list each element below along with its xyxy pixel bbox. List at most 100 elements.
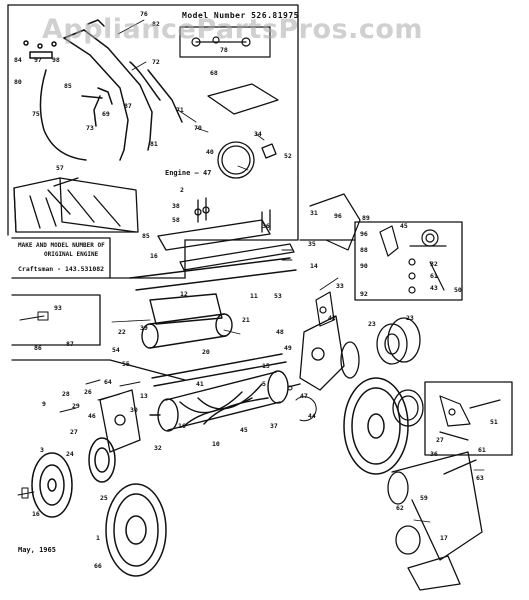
- height-lever: [309, 193, 361, 327]
- callout: 12: [180, 290, 188, 298]
- bed-knife-plate: [157, 197, 295, 271]
- callout: 3: [40, 446, 44, 454]
- callout: 37: [270, 422, 278, 430]
- callout: 86: [34, 344, 42, 352]
- callout: 96: [360, 230, 368, 238]
- callout: 21: [242, 316, 250, 324]
- callout: 39: [140, 324, 148, 332]
- wheel-right: [343, 377, 409, 475]
- engine-label: Engine — 47: [165, 169, 212, 177]
- grass-catcher: [13, 177, 139, 233]
- callout: 66: [94, 562, 102, 570]
- callout: 64: [104, 378, 112, 386]
- side-frame: [99, 315, 345, 453]
- callout: 31: [310, 209, 318, 217]
- callout: 43: [430, 284, 438, 292]
- drive-arm: [391, 451, 483, 591]
- engine-make-heading: MAKE AND MODEL NUMBER OF: [18, 242, 105, 249]
- callout: 52: [284, 152, 292, 160]
- callout: 33: [336, 282, 344, 290]
- callout: 30: [130, 406, 138, 414]
- callout: 5: [262, 380, 266, 388]
- callout: 40: [206, 148, 214, 156]
- callout: 2: [180, 186, 184, 194]
- wheel-left: [31, 437, 167, 577]
- callout: 13: [140, 392, 148, 400]
- callout: 36: [262, 222, 270, 230]
- callout: 16: [178, 422, 186, 430]
- engine-make-subheading: ORIGINAL ENGINE: [44, 251, 99, 258]
- section-frame: [7, 4, 513, 456]
- callout: 80: [14, 78, 22, 86]
- craftsman-engine-number: Craftsman - 143.531082: [18, 265, 105, 273]
- callout: 32: [154, 444, 162, 452]
- callout: 51: [490, 418, 498, 426]
- callout: 50: [454, 286, 462, 294]
- handle-assembly: [23, 19, 183, 161]
- callout: 10: [212, 440, 220, 448]
- engine-label-text: Engine: [165, 169, 191, 177]
- callout: 42: [328, 314, 336, 322]
- callout: 26: [84, 388, 92, 396]
- callout: 55: [122, 360, 130, 368]
- callout: 76: [140, 10, 148, 18]
- callout: 81: [150, 140, 158, 148]
- engine-part-number: 47: [202, 169, 212, 177]
- callout: 44: [308, 412, 316, 420]
- control-lever-box: [179, 26, 271, 58]
- callout: 48: [276, 328, 284, 336]
- callout: 54: [112, 346, 120, 354]
- callout: 25: [100, 494, 108, 502]
- engine-mount-plate: [207, 83, 279, 179]
- adjuster-bracket: [439, 395, 501, 441]
- callout: 28: [62, 390, 70, 398]
- callout: 27: [436, 436, 444, 444]
- callout: 59: [420, 494, 428, 502]
- callout: 68: [210, 69, 218, 77]
- callout: 45: [400, 222, 408, 230]
- callout: 57: [56, 164, 64, 172]
- callout: 53: [274, 292, 282, 300]
- callout: 71: [176, 106, 184, 114]
- callout: 17: [440, 534, 448, 542]
- issue-date: May, 1965: [18, 546, 56, 554]
- callout: 90: [360, 262, 368, 270]
- watermark: AppliancePartsPros.com: [42, 14, 424, 45]
- callout: 61: [430, 272, 438, 280]
- callout: 63: [476, 474, 484, 482]
- callout: 98: [52, 56, 60, 64]
- callout: 84: [14, 56, 22, 64]
- callout: 11: [250, 292, 258, 300]
- callout: 15: [262, 362, 270, 370]
- callout: 96: [334, 212, 342, 220]
- callout: 97: [34, 56, 42, 64]
- callout: 1: [96, 534, 100, 542]
- callout: 16: [150, 252, 158, 260]
- callout: 92: [360, 290, 368, 298]
- callout: 61: [478, 446, 486, 454]
- callout: 70: [194, 124, 202, 132]
- callout: 29: [72, 402, 80, 410]
- callout: 87: [124, 102, 132, 110]
- callout: 34: [254, 130, 262, 138]
- callout: 20: [202, 348, 210, 356]
- callout: 35: [308, 240, 316, 248]
- callout: 87: [66, 340, 74, 348]
- reel: [149, 370, 301, 432]
- callout: 69: [102, 110, 110, 118]
- callout: 62: [396, 504, 404, 512]
- callout: 73: [86, 124, 94, 132]
- callout: 82: [152, 20, 160, 28]
- callout: 23: [368, 320, 376, 328]
- model-number: Model Number 526.81975: [182, 11, 299, 20]
- callout: 75: [32, 110, 40, 118]
- callout: 41: [196, 380, 204, 388]
- drive-gears-right: [340, 317, 424, 555]
- callout: 85: [64, 82, 72, 90]
- callout: 9: [42, 400, 46, 408]
- callout: 93: [54, 304, 62, 312]
- callout: 78: [220, 46, 228, 54]
- handle-bracket-assembly: [379, 225, 447, 294]
